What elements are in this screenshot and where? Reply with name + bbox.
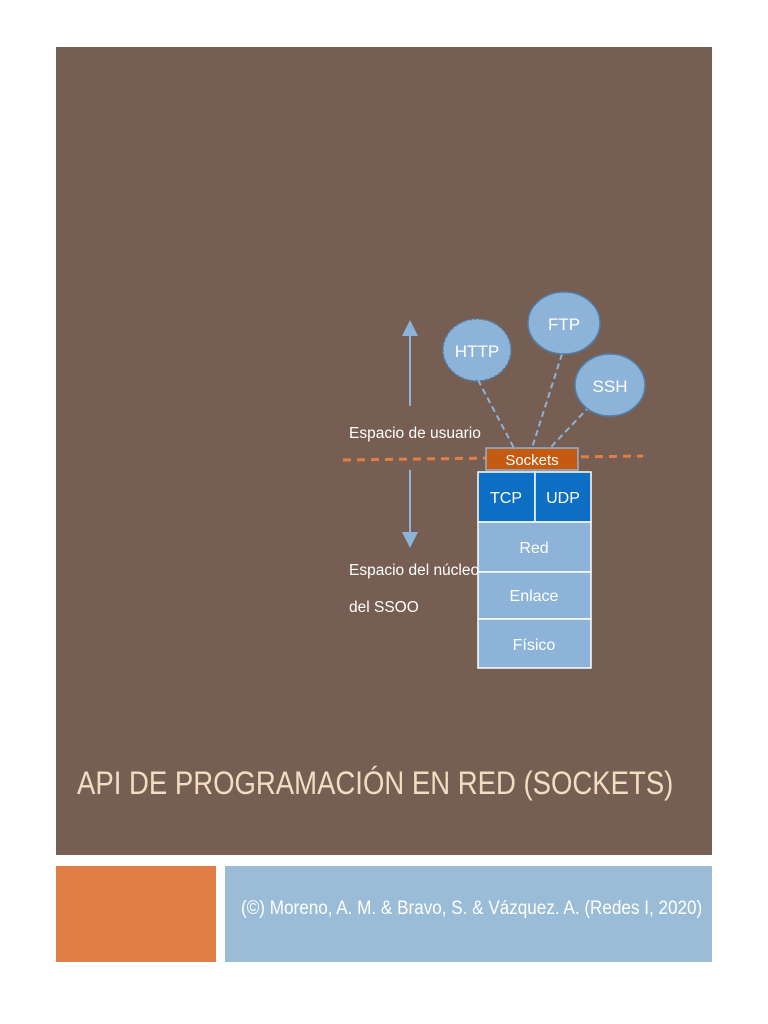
sockets-box: Sockets [485,447,579,471]
http-label: HTTP [455,342,499,361]
http-connector [477,379,515,449]
kernel-space-label-line2: del SSOO [349,599,419,616]
ftp-node: FTP [527,291,601,355]
http-node: HTTP [442,318,512,382]
protocol-connectors [477,353,591,449]
tcp-box: TCP [477,471,536,523]
udp-label: UDP [546,490,580,507]
udp-box: UDP [534,471,592,523]
ssh-connector [549,405,591,449]
sockets-label: Sockets [505,452,558,469]
fisico-layer: Físico [477,618,592,669]
slide-title: API DE PROGRAMACIÓN EN RED (SOCKETS) [77,765,674,801]
fisico-label: Físico [513,637,556,654]
enlace-label: Enlace [510,588,559,605]
red-label: Red [519,540,548,557]
ftp-label: FTP [548,315,580,334]
user-space-label: Espacio de usuario [349,425,481,442]
enlace-layer: Enlace [477,571,592,620]
ftp-connector [531,353,563,449]
red-layer: Red [477,521,592,573]
orange-accent-block [56,866,216,962]
credit-bar: (©) Moreno, A. M. & Bravo, S. & Vázquez.… [225,866,712,962]
credit-text: (©) Moreno, A. M. & Bravo, S. & Vázquez.… [241,898,703,919]
tcp-label: TCP [490,490,522,507]
kernel-space-label-line1: Espacio del núcleo [349,562,479,579]
ssh-node: SSH [574,353,646,417]
slide-panel [56,47,712,855]
ssh-label: SSH [593,377,628,396]
